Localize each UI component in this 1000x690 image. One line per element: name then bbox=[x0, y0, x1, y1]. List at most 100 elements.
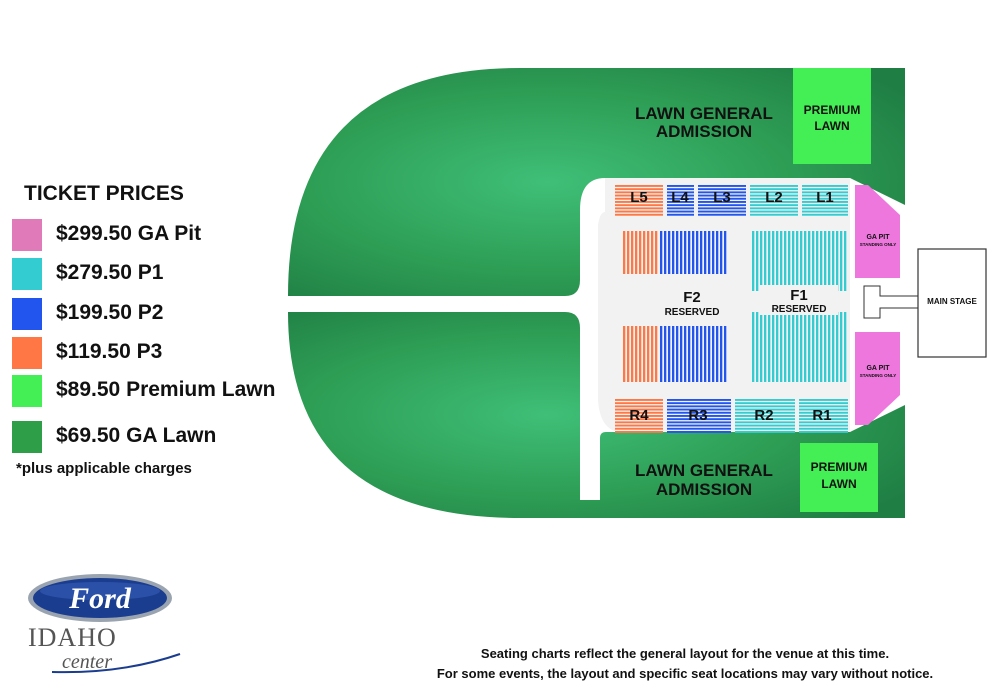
seat-row bbox=[615, 431, 663, 433]
ga-pit-lower-sublabel: STANDING ONLY bbox=[860, 373, 897, 378]
seat-row bbox=[828, 312, 831, 382]
ticket-price-legend: TICKET PRICES $299.50 GA Pit$279.50 P1$1… bbox=[0, 0, 320, 500]
ga-pit-lower[interactable] bbox=[855, 332, 900, 425]
f2-label: F2 bbox=[683, 289, 701, 306]
seat-row bbox=[788, 312, 791, 382]
seat-row bbox=[799, 418, 848, 421]
section-f2-lower-p2[interactable] bbox=[660, 326, 727, 382]
seat-row bbox=[698, 201, 746, 203]
seat-row bbox=[667, 405, 731, 408]
seat-row bbox=[698, 188, 746, 191]
seat-row bbox=[635, 231, 638, 274]
seat-row bbox=[735, 421, 795, 424]
seat-row bbox=[635, 326, 638, 382]
lawn-lower-label-line2: ADMISSION bbox=[656, 480, 752, 499]
seat-row bbox=[802, 185, 848, 187]
seat-row bbox=[698, 207, 746, 210]
lawn-general-admission-upper[interactable] bbox=[288, 68, 905, 296]
legend-footnote: *plus applicable charges bbox=[16, 460, 192, 477]
legend-swatch-ga-lawn bbox=[12, 421, 42, 453]
seat-row bbox=[802, 204, 848, 207]
seat-row bbox=[735, 399, 795, 401]
section-r1[interactable] bbox=[799, 399, 848, 433]
stage-runway bbox=[863, 285, 919, 319]
center-wordmark: center bbox=[62, 651, 112, 673]
seat-row bbox=[615, 207, 663, 210]
seat-row bbox=[735, 415, 795, 417]
premium-lawn-upper[interactable] bbox=[793, 68, 871, 164]
lawn-general-admission-lower[interactable] bbox=[288, 312, 905, 518]
lawn-upper-label-line1: LAWN GENERAL bbox=[635, 104, 773, 123]
seat-row bbox=[799, 415, 848, 417]
seat-row bbox=[760, 231, 763, 291]
seat-row bbox=[764, 312, 767, 382]
seat-row bbox=[735, 411, 795, 414]
seat-row bbox=[684, 326, 687, 382]
seat-row bbox=[655, 231, 658, 274]
main-stage[interactable] bbox=[917, 248, 987, 358]
section-label-l1: L1 bbox=[816, 189, 834, 206]
seat-row bbox=[752, 312, 755, 382]
seat-row bbox=[756, 231, 759, 291]
seat-row bbox=[750, 207, 798, 210]
seat-row bbox=[708, 326, 711, 382]
section-l1[interactable] bbox=[802, 185, 848, 216]
seat-row bbox=[799, 427, 848, 430]
seat-row bbox=[750, 185, 798, 187]
seat-row bbox=[750, 201, 798, 203]
seat-row bbox=[704, 231, 707, 274]
section-f2-upper-p3[interactable] bbox=[623, 231, 658, 274]
seat-row bbox=[667, 418, 731, 421]
seat-row bbox=[698, 213, 746, 216]
section-f1-upper[interactable] bbox=[752, 231, 847, 291]
premium-lawn-lower[interactable] bbox=[800, 443, 878, 512]
section-f2-upper-p2[interactable] bbox=[660, 231, 727, 274]
seat-row bbox=[735, 402, 795, 405]
seat-row bbox=[651, 326, 654, 382]
seat-row bbox=[631, 326, 634, 382]
ga-pit-upper[interactable] bbox=[855, 185, 900, 278]
seat-row bbox=[799, 411, 848, 414]
seat-row bbox=[750, 210, 798, 213]
seat-row bbox=[615, 201, 663, 203]
section-f2-lower-p3[interactable] bbox=[623, 326, 658, 382]
seat-row bbox=[750, 194, 798, 197]
seat-row bbox=[647, 231, 650, 274]
seat-row bbox=[651, 231, 654, 274]
section-l4[interactable] bbox=[667, 185, 694, 216]
section-l2[interactable] bbox=[750, 185, 798, 216]
seat-row bbox=[792, 231, 795, 291]
seat-row bbox=[655, 326, 658, 382]
seat-row bbox=[615, 191, 663, 194]
seat-row bbox=[802, 213, 848, 216]
seat-row bbox=[667, 408, 731, 411]
section-label-r1: R1 bbox=[812, 407, 831, 424]
legend-label-ga-pit: $299.50 GA Pit bbox=[56, 222, 202, 245]
seat-row bbox=[772, 312, 775, 382]
section-r4[interactable] bbox=[615, 399, 663, 433]
seat-row bbox=[667, 411, 731, 414]
section-f1-lower[interactable] bbox=[752, 312, 847, 382]
section-l3[interactable] bbox=[698, 185, 746, 216]
seat-row bbox=[720, 231, 723, 274]
section-r2[interactable] bbox=[735, 399, 795, 433]
legend-swatch-p1 bbox=[12, 258, 42, 290]
seat-row bbox=[667, 194, 694, 197]
legend-swatch-premium-lawn bbox=[12, 375, 42, 407]
seat-row bbox=[808, 231, 811, 291]
seat-row bbox=[816, 231, 819, 291]
seat-row bbox=[615, 418, 663, 421]
seat-row bbox=[828, 231, 831, 291]
seat-row bbox=[716, 326, 719, 382]
section-l5[interactable] bbox=[615, 185, 663, 216]
lawn-upper-label-line2: ADMISSION bbox=[656, 122, 752, 141]
seat-row bbox=[799, 405, 848, 408]
legend-swatch-p3 bbox=[12, 337, 42, 369]
seat-row bbox=[750, 213, 798, 216]
ga-pit-upper-sublabel: STANDING ONLY bbox=[860, 242, 897, 247]
seat-row bbox=[698, 204, 746, 207]
seat-row bbox=[840, 231, 843, 291]
seat-row bbox=[712, 231, 715, 274]
section-r3[interactable] bbox=[667, 399, 731, 433]
seat-row bbox=[672, 231, 675, 274]
